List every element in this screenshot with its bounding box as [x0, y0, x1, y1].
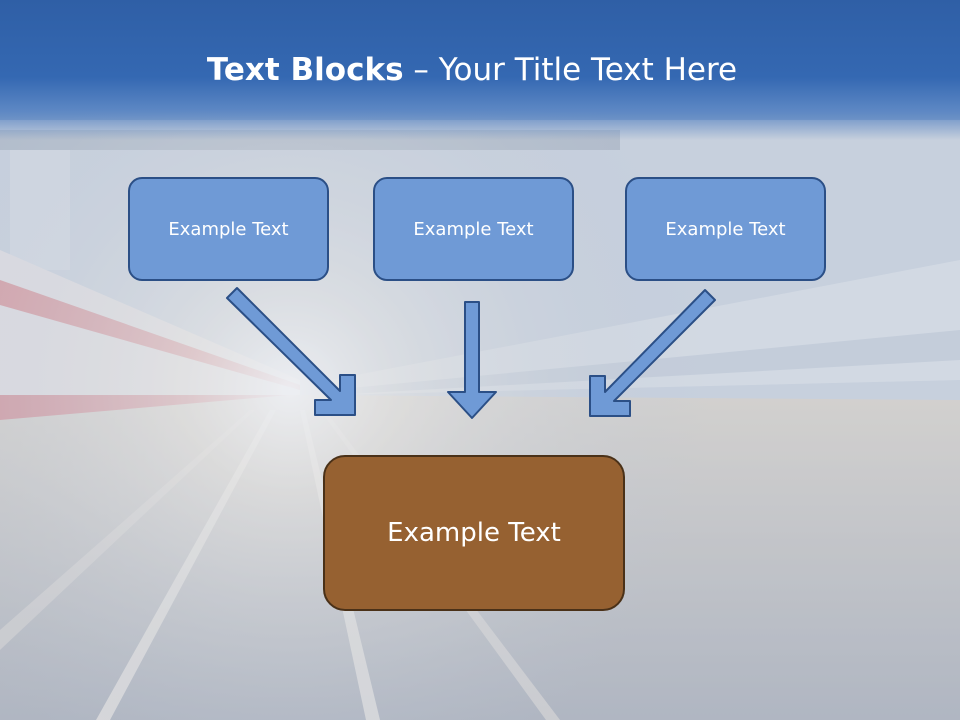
header-band	[0, 0, 960, 140]
title-bold-part: Text Blocks	[206, 52, 404, 88]
text-block-3[interactable]: Example Text	[625, 177, 826, 281]
slide-title: Text Blocks – Your Title Text Here	[0, 52, 944, 88]
main-text-block[interactable]: Example Text	[323, 455, 625, 611]
title-rest-part: – Your Title Text Here	[403, 52, 738, 88]
text-block-1[interactable]: Example Text	[128, 177, 329, 281]
text-block-2[interactable]: Example Text	[373, 177, 574, 281]
